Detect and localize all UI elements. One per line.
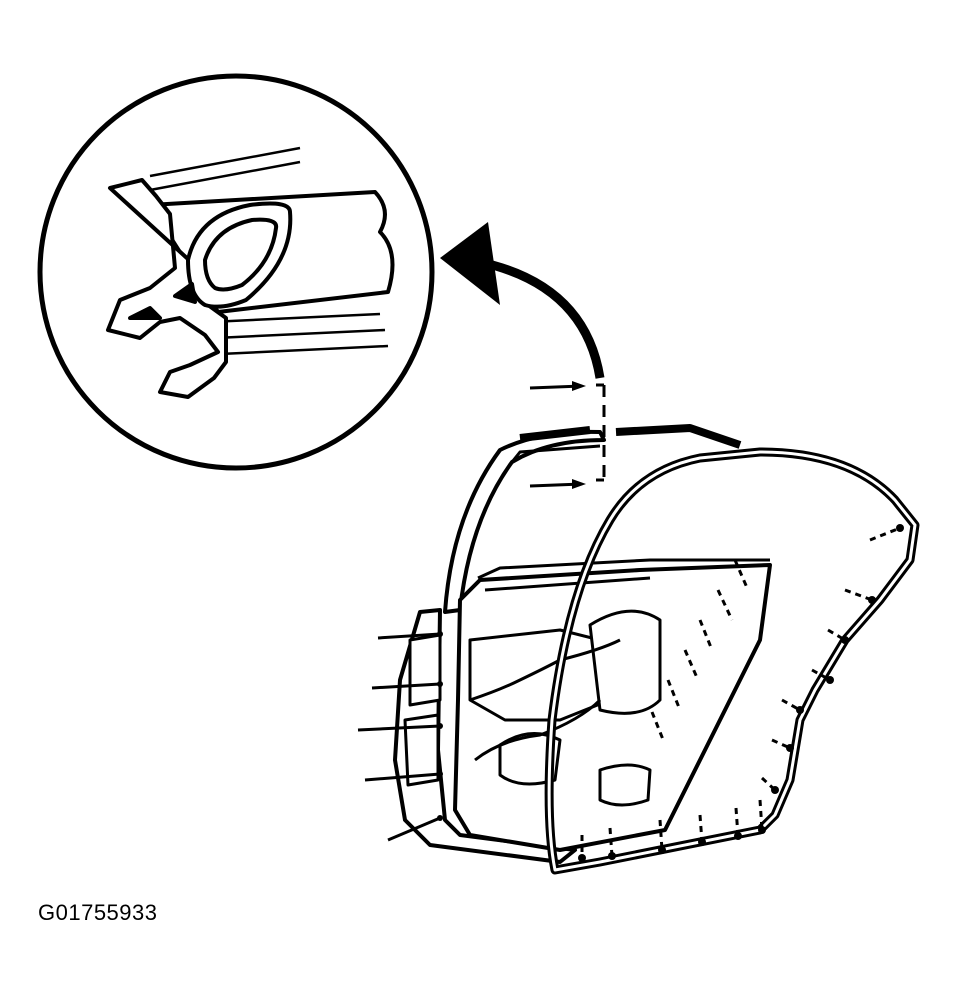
callout-bracket [529,381,606,489]
detail-lines [149,146,389,356]
fastener-heads [437,524,904,862]
door-shell [393,429,772,864]
door-weatherstrip [519,424,920,875]
weatherstrip-profile [106,178,395,399]
detail-magnifier [37,73,435,471]
callout-arrow [440,222,605,379]
figure-id-code: G01755933 [38,900,158,925]
